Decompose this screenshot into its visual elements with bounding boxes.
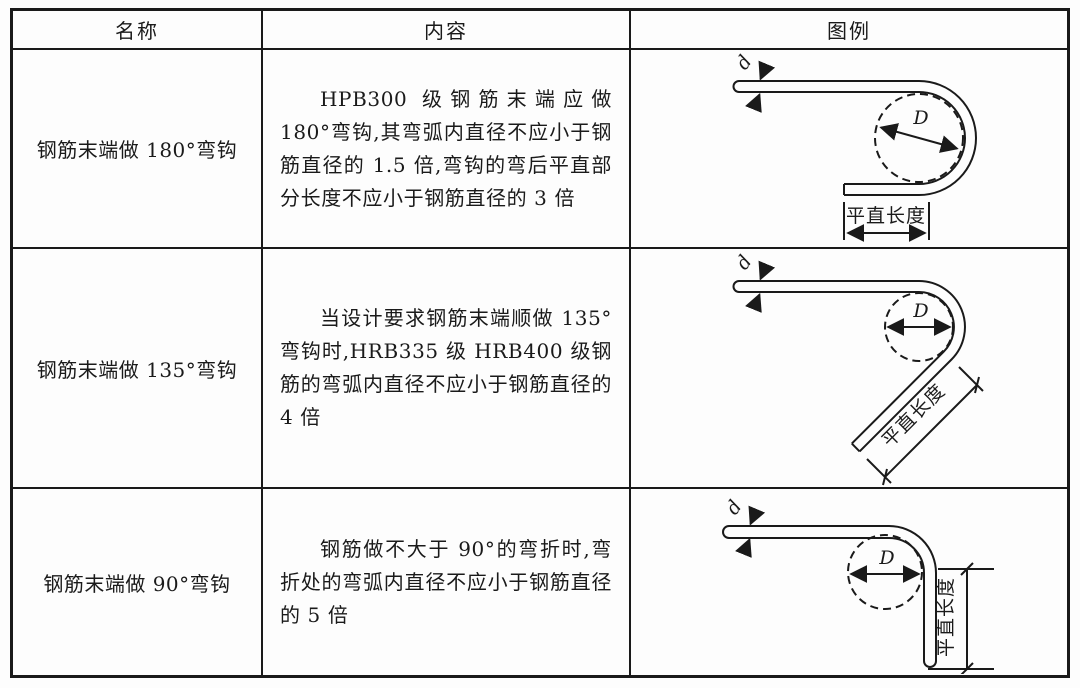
header-cell-content: 内容 — [263, 11, 631, 50]
row-180-name-cell: 钢筋末端做 180°弯钩 — [13, 50, 263, 249]
row-180-content: HPB300 级钢筋末端应做 180°弯钩,其弯弧内直径不应小于钢筋直径的 1.… — [280, 86, 612, 210]
row-90-name-cell: 钢筋末端做 90°弯钩 — [13, 489, 263, 675]
dim-ext-bottom — [866, 458, 892, 484]
rebar-hook-table: 名称 内容 图例 钢筋末端做 180°弯钩 HPB300 级钢筋末端应做 180… — [10, 8, 1070, 678]
straight-length-label: 平直长度 — [878, 380, 950, 452]
rebar-outer-line — [739, 280, 966, 453]
header-content-label: 内容 — [424, 19, 468, 43]
dim-tick-top — [960, 562, 974, 576]
row-180-content-cell: HPB300 级钢筋末端应做 180°弯钩,其弯弧内直径不应小于钢筋直径的 1.… — [263, 50, 631, 249]
d-arrow-bottom — [735, 537, 752, 558]
header-legend-label: 图例 — [827, 19, 871, 43]
row-135-content: 当设计要求钢筋末端顺做 135°弯钩时,HRB335 级 HRB400 级钢筋的… — [280, 306, 612, 429]
dim-tick-top — [974, 376, 980, 394]
header-name-label: 名称 — [115, 19, 159, 43]
diameter-arrow — [879, 123, 959, 153]
d-arrow-top — [758, 260, 776, 281]
bar-diameter-label: d — [732, 51, 757, 74]
bend-diameter-label: D — [912, 300, 928, 322]
row-180-legend-cell: d D 平直长度 — [631, 50, 1067, 249]
rebar-outer-line — [739, 80, 977, 196]
rebar-end-cap — [732, 80, 740, 93]
header-cell-legend: 图例 — [631, 11, 1067, 50]
rebar-leg-cap — [851, 442, 861, 453]
rebar-inner-line — [729, 537, 925, 661]
bend-diameter-label: D — [878, 547, 894, 569]
row-90-content-cell: 钢筋做不大于 90°的弯折时,弯折处的弯弧内直径不应小于钢筋直径的 5 倍 — [263, 489, 631, 675]
hook-180-diagram: d D 平直长度 — [732, 51, 977, 242]
straight-length-label: 平直长度 — [935, 577, 957, 657]
d-arrow-top — [758, 60, 776, 81]
rebar-end-cap — [732, 280, 740, 293]
d-arrow-top — [748, 505, 766, 526]
row-90-name: 钢筋末端做 90°弯钩 — [43, 571, 231, 596]
header-cell-name: 名称 — [13, 11, 263, 50]
row-90-legend-cell: d D 平直长度 — [631, 489, 1067, 675]
rebar-leg-cap — [923, 660, 937, 668]
dim-line — [884, 384, 978, 478]
d-arrow-bottom — [745, 92, 762, 113]
row-135-content-cell: 当设计要求钢筋末端顺做 135°弯钩时,HRB335 级 HRB400 级钢筋的… — [263, 249, 631, 489]
bar-diameter-label: d — [722, 496, 747, 519]
rebar-outer-line — [729, 525, 937, 661]
hook-90-diagram: d D 平直长度 — [722, 496, 994, 674]
hook-135-diagram: d D 平直长度 — [732, 251, 984, 486]
bend-diameter-circle — [884, 292, 954, 362]
bar-diameter-label: d — [732, 251, 757, 274]
dim-tick-bottom — [882, 468, 888, 486]
rebar-end-cap — [722, 525, 730, 539]
dim-ext-top — [958, 366, 984, 392]
row-135-legend-cell: d D 平直长度 — [631, 249, 1067, 489]
rebar-inner-line — [739, 91, 966, 185]
row-135-name-cell: 钢筋末端做 135°弯钩 — [13, 249, 263, 489]
row-180-name: 钢筋末端做 180°弯钩 — [36, 138, 238, 162]
bend-diameter-circle — [874, 93, 964, 183]
d-arrow-bottom — [745, 292, 762, 313]
bend-diameter-label: D — [912, 107, 928, 129]
dim-tick-bottom — [960, 662, 974, 674]
bend-diameter-circle — [847, 534, 923, 610]
row-90-content: 钢筋做不大于 90°的弯折时,弯折处的弯弧内直径不应小于钢筋直径的 5 倍 — [280, 536, 612, 627]
row-135-name: 钢筋末端做 135°弯钩 — [36, 357, 238, 382]
straight-length-label: 平直长度 — [846, 205, 926, 227]
